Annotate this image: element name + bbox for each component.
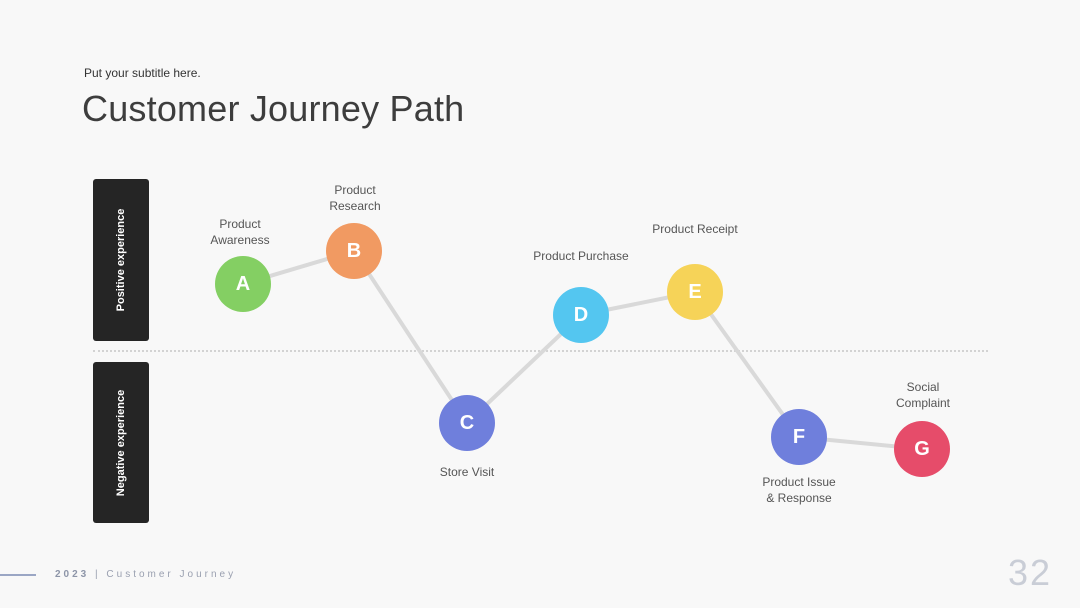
journey-node-label-a: Product Awareness — [210, 217, 270, 247]
positive-experience-box: Positive experience — [93, 179, 149, 341]
journey-node-label-g: Social Complaint — [895, 380, 951, 410]
page-number: 32 — [1007, 552, 1052, 593]
footer-caption: 2023 | Customer Journey — [55, 569, 236, 580]
journey-node-label-e: Product Receipt — [652, 222, 738, 236]
journey-node-d: D — [553, 287, 609, 343]
journey-node-label-c: Store Visit — [439, 465, 495, 479]
negative-experience-box: Negative experience — [93, 362, 149, 523]
journey-node-label-d: Product Purchase — [533, 249, 629, 263]
footer-separator: | — [95, 569, 101, 580]
journey-node-a: A — [215, 256, 271, 312]
journey-node-g: G — [894, 421, 950, 477]
footer-caption-text: Customer Journey — [106, 569, 237, 580]
journey-node-label-f: Product Issue & Response — [762, 475, 836, 505]
journey-node-c: C — [439, 395, 495, 451]
journey-node-e: E — [667, 264, 723, 320]
footer-accent-line — [0, 574, 36, 576]
footer-year: 2023 — [55, 569, 90, 580]
subtitle: Put your subtitle here. — [84, 66, 201, 80]
journey-node-f: F — [771, 409, 827, 465]
journey-node-b: B — [326, 223, 382, 279]
page-title: Customer Journey Path — [82, 88, 465, 129]
journey-node-label-b: Product Research — [329, 183, 381, 213]
